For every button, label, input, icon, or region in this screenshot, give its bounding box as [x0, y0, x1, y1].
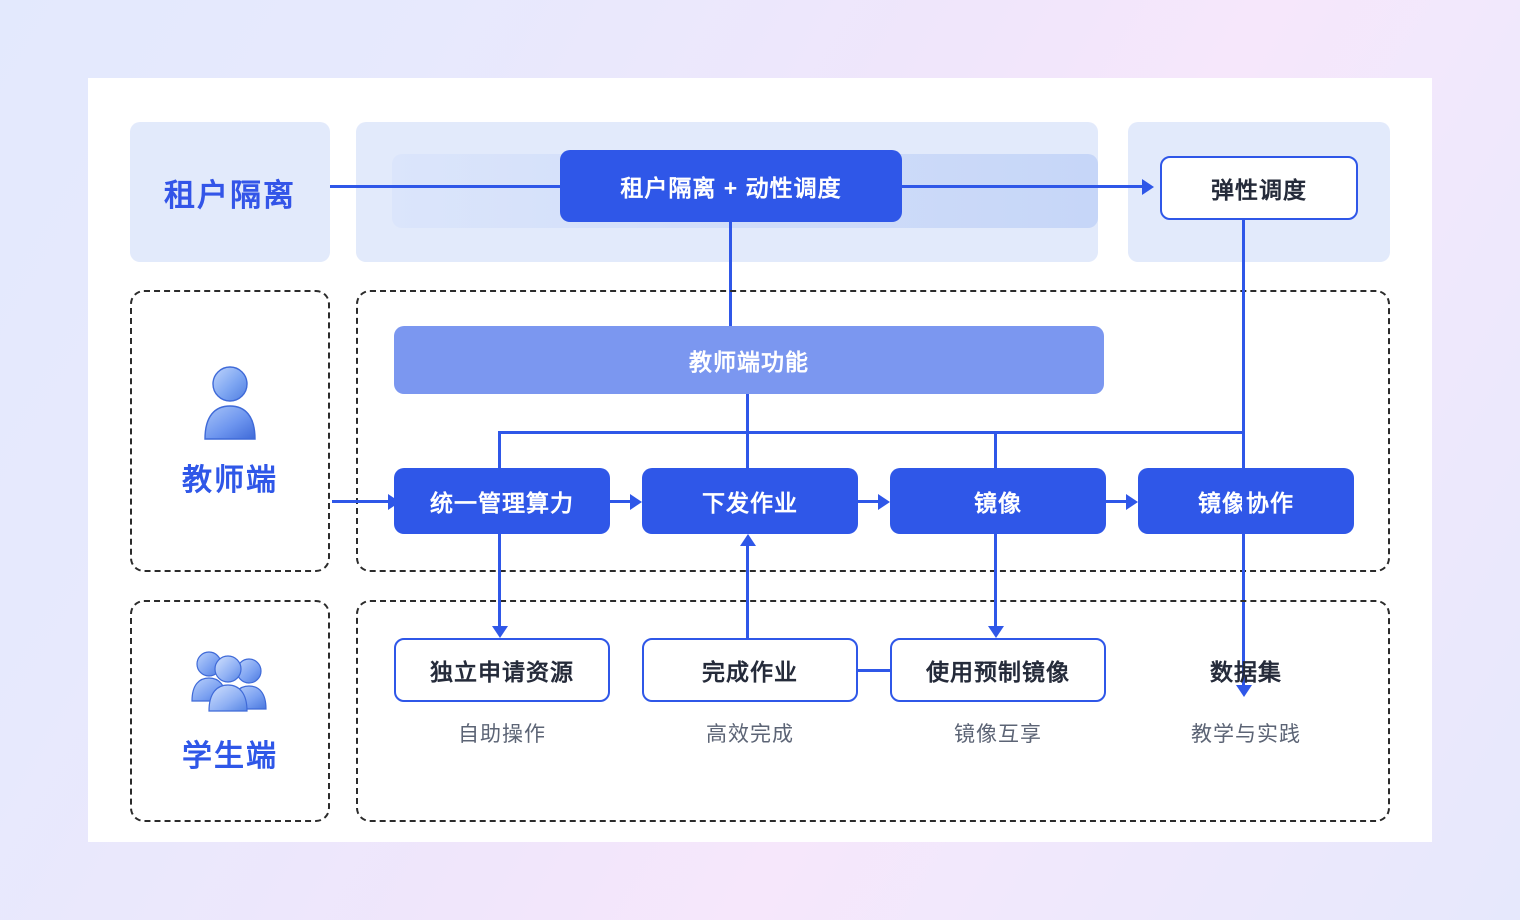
- box-teacher-1-unified-compute[interactable]: 统一管理算力: [394, 468, 610, 534]
- panel-student-activities: [356, 600, 1390, 822]
- connector-student2-to-box2: [746, 546, 749, 638]
- connector-pill-to-elastic: [902, 185, 1142, 188]
- connector-box2-to-box3: [858, 500, 878, 503]
- connector-box1-to-box2: [610, 500, 630, 503]
- role-student-label: 学生端: [182, 740, 278, 773]
- connector-box1-to-student1: [498, 534, 501, 626]
- box-teacher-3-image[interactable]: 镜像: [890, 468, 1106, 534]
- panel-teacher-functions: [356, 290, 1390, 572]
- connector-header-to-box-2: [746, 394, 749, 475]
- role-teacher-label: 教师端: [182, 464, 278, 497]
- arrowhead-box3-box4-icon: [1126, 494, 1138, 510]
- box-elastic-scheduling[interactable]: 弹性调度: [1160, 156, 1358, 220]
- panel-teacher-role: 教师端: [130, 290, 330, 572]
- pill-teacher-functions[interactable]: 教师端功能: [394, 326, 1104, 394]
- band-tenant-isolation: 租户隔离: [130, 122, 330, 262]
- pill-tenant-isolation-dynamic-scheduling[interactable]: 租户隔离 + 动性调度: [560, 150, 902, 222]
- connector-elastic-to-dataset: [1242, 220, 1245, 685]
- connector-bus-drop-1: [498, 431, 501, 475]
- box-student-2-finish-homework[interactable]: 完成作业: [642, 638, 858, 702]
- band-label-tenant-isolation: 租户隔离: [164, 177, 296, 213]
- single-user-icon: [204, 366, 256, 440]
- white-canvas: 租户隔离 租户隔离 + 动性调度 弹性调度: [88, 78, 1432, 842]
- role-student: 学生端: [132, 602, 328, 820]
- arrowhead-to-student1-icon: [492, 626, 508, 638]
- box-teacher-2-assign-homework[interactable]: 下发作业: [642, 468, 858, 534]
- group-users-icon: [191, 651, 267, 712]
- connector-student2-to-student3: [858, 669, 890, 672]
- box-student-3-use-preset-image[interactable]: 使用预制镜像: [890, 638, 1106, 702]
- role-teacher: 教师端: [132, 292, 328, 570]
- arrowhead-to-student3-icon: [988, 626, 1004, 638]
- connector-box3-to-student3: [994, 534, 997, 626]
- connector-teacherrole-to-box-1: [332, 500, 388, 503]
- caption-student-1: 自助操作: [458, 723, 546, 746]
- connector-box3-to-box4: [1106, 500, 1126, 503]
- box-student-1-apply-resources[interactable]: 独立申请资源: [394, 638, 610, 702]
- arrowhead-to-dataset-icon: [1236, 685, 1252, 697]
- connector-bus-drop-3: [994, 431, 997, 475]
- arrowhead-box2-box3-icon: [878, 494, 890, 510]
- arrowhead-box1-box2-icon: [630, 494, 642, 510]
- caption-student-4: 教学与实践: [1191, 723, 1301, 746]
- label-student-4-dataset: 数据集: [1210, 659, 1282, 685]
- arrowhead-to-box2-up-icon: [740, 534, 756, 546]
- connector-tenantlabel-to-pill: [330, 185, 562, 188]
- connector-bus-teacher: [498, 431, 1244, 434]
- caption-student-3: 镜像互享: [954, 723, 1042, 746]
- arrowhead-to-elastic-icon: [1142, 179, 1154, 195]
- caption-student-2: 高效完成: [706, 723, 794, 746]
- panel-student-role: 学生端: [130, 600, 330, 822]
- box-teacher-4-image-collab[interactable]: 镜像协作: [1138, 468, 1354, 534]
